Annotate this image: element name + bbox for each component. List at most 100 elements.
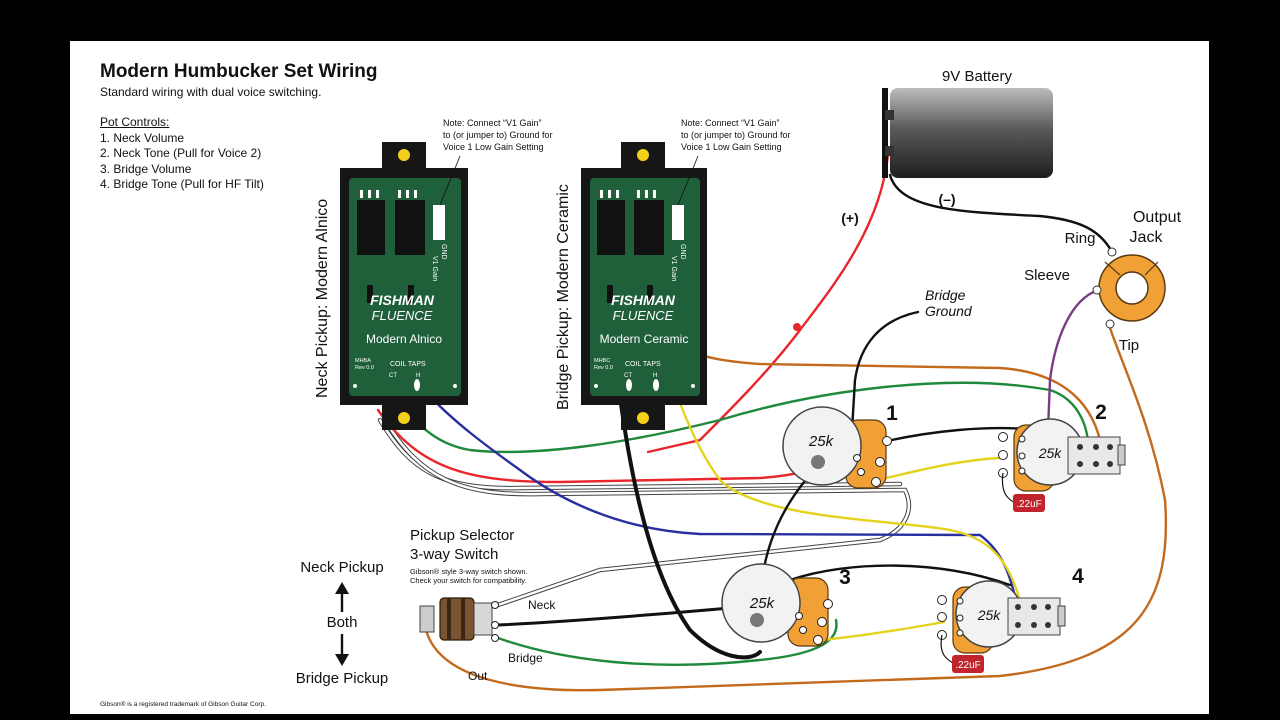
wire-neck-red [376, 408, 850, 484]
switch-out-label: Out [468, 669, 488, 683]
battery: 9V Battery (+) (–) [841, 68, 1053, 226]
push-pull-switch [1067, 436, 1121, 475]
connector-icon [367, 285, 373, 303]
tap-ct-label: CT [389, 373, 397, 379]
tip-label: Tip [1119, 337, 1139, 354]
pot-control-item: 2. Neck Tone (Pull for Voice 2) [100, 146, 262, 160]
pickup-selector-switch: Pickup Selector 3-way Switch Gibson® sty… [410, 527, 556, 683]
pot-lug-icon [998, 432, 1026, 478]
battery-minus-label: (–) [938, 191, 955, 207]
pot-knob [721, 563, 801, 643]
page-title: Modern Humbucker Set Wiring [100, 61, 378, 82]
pot-solder-blob [750, 613, 764, 627]
switch-note: Gibson® style 3-way switch shown. [410, 567, 528, 576]
trademark-footer: Gibson® is a registered trademark of Gib… [100, 700, 266, 708]
pin-header-icon [360, 190, 417, 198]
arrow-down-icon-head [335, 654, 349, 666]
position-neck-pickup: Neck Pickup [300, 559, 383, 576]
battery-plus-label: (+) [841, 210, 859, 226]
battery-label: 9V Battery [942, 68, 1013, 85]
pot-value: 25k [1038, 445, 1063, 461]
pin-gnd-label: GND [440, 244, 447, 260]
connector-icon [647, 285, 653, 303]
wire-battery-positive [646, 153, 890, 454]
switch-stripe [461, 598, 465, 640]
wire-ground-3-4 [788, 564, 1012, 587]
tap-h-label: H [653, 373, 657, 379]
screw-hole-icon [691, 384, 695, 388]
pot-control-item: 3. Bridge Volume [100, 161, 192, 176]
pot-control-item: 4. Bridge Tone (Pull for HF Tilt) [100, 177, 264, 191]
sub-brand-label: FLUENCE [372, 308, 433, 323]
jack-lug-icon [1105, 319, 1115, 329]
model-label: Modern Ceramic [600, 332, 689, 346]
chip-icon [597, 200, 625, 255]
connector-icon [408, 285, 414, 303]
model-code: MHBA [355, 358, 371, 364]
switch-lug-icon [1015, 604, 1051, 628]
tap-pad-icon [653, 379, 659, 391]
pin-v1-gain-label: V1 Gain [670, 256, 677, 281]
wire-tip-brown [424, 320, 1167, 692]
note-line: to (or jumper to) Ground for [443, 130, 553, 140]
switch-bracket [419, 605, 435, 633]
pot-3: 25k 3 [721, 563, 851, 647]
neck-pickup-side-label: Neck Pickup: Modern Alnico [314, 199, 331, 398]
model-label: Modern Alnico [366, 332, 442, 346]
battery-terminal-icon [885, 146, 894, 156]
sleeve-label: Sleeve [1024, 267, 1070, 284]
wire-neck-green [370, 296, 1090, 457]
cap-lead [940, 634, 954, 664]
pot-lug-icon [795, 599, 833, 645]
pin-v1-gain-label: V1 Gain [431, 256, 438, 281]
switch-tab [1117, 444, 1126, 466]
wire-switch-out [496, 606, 732, 627]
pin-gnd-label: GND [679, 244, 686, 260]
wire-bridge-green [496, 618, 838, 666]
position-bridge-pickup: Bridge Pickup [296, 670, 389, 687]
pot-number: 3 [839, 566, 851, 589]
pot-value: 25k [808, 433, 835, 450]
tap-h-label: H [416, 373, 420, 379]
cap-value: .22uF [955, 660, 981, 671]
pot-4: 25k 4 .22uF [937, 565, 1084, 673]
wire-white-to-switch [383, 418, 911, 607]
switch-tab [1057, 605, 1066, 627]
wire-battery-negative [888, 173, 1114, 254]
tap-pad-icon [414, 379, 420, 391]
cap-value: .22uF [1016, 499, 1042, 510]
switch-stripe [447, 598, 451, 640]
jack-lug-icon [1107, 247, 1117, 257]
page-subtitle: Standard wiring with dual voice switchin… [100, 85, 322, 99]
sub-brand-label: FLUENCE [613, 308, 674, 323]
ring-label: Ring [1065, 230, 1096, 247]
note-line: to (or jumper to) Ground for [681, 130, 791, 140]
pot-solder-blob [811, 455, 825, 469]
chip-icon [634, 200, 664, 255]
mount-screw-icon [637, 149, 649, 161]
output-jack-label: Output [1133, 209, 1182, 226]
pot-2: 25k 2 .22uF [998, 401, 1126, 512]
screw-hole-icon [353, 384, 357, 388]
wire-yellow-tone1 [876, 456, 1002, 482]
switch-lug-icon [1077, 444, 1113, 467]
jack-lug-icon [1092, 285, 1102, 295]
jack-hole [1115, 271, 1149, 305]
pot-value: 25k [749, 595, 776, 612]
position-both: Both [327, 614, 358, 631]
bridge-pickup: FISHMAN FLUENCE Modern Ceramic MHBC Rev … [555, 118, 791, 430]
pot-knob [782, 406, 862, 486]
pot-control-item: 1. Neck Volume [100, 130, 185, 145]
chip-icon [357, 200, 385, 255]
neck-pickup: FISHMAN FLUENCE Modern Alnico MHBA Rev 0… [314, 118, 553, 430]
bridge-ground-label: Bridge [925, 287, 966, 303]
switch-neck-label: Neck [528, 598, 556, 612]
pin-header-icon [600, 190, 656, 198]
output-jack: Output Jack Ring Sleeve Tip [1024, 209, 1182, 354]
tap-ct-label: CT [624, 373, 632, 379]
model-code: MHBC [594, 358, 610, 364]
push-pull-switch [1007, 597, 1061, 636]
note-line: Voice 1 Low Gain Setting [681, 142, 782, 152]
note-pointer [439, 155, 461, 206]
